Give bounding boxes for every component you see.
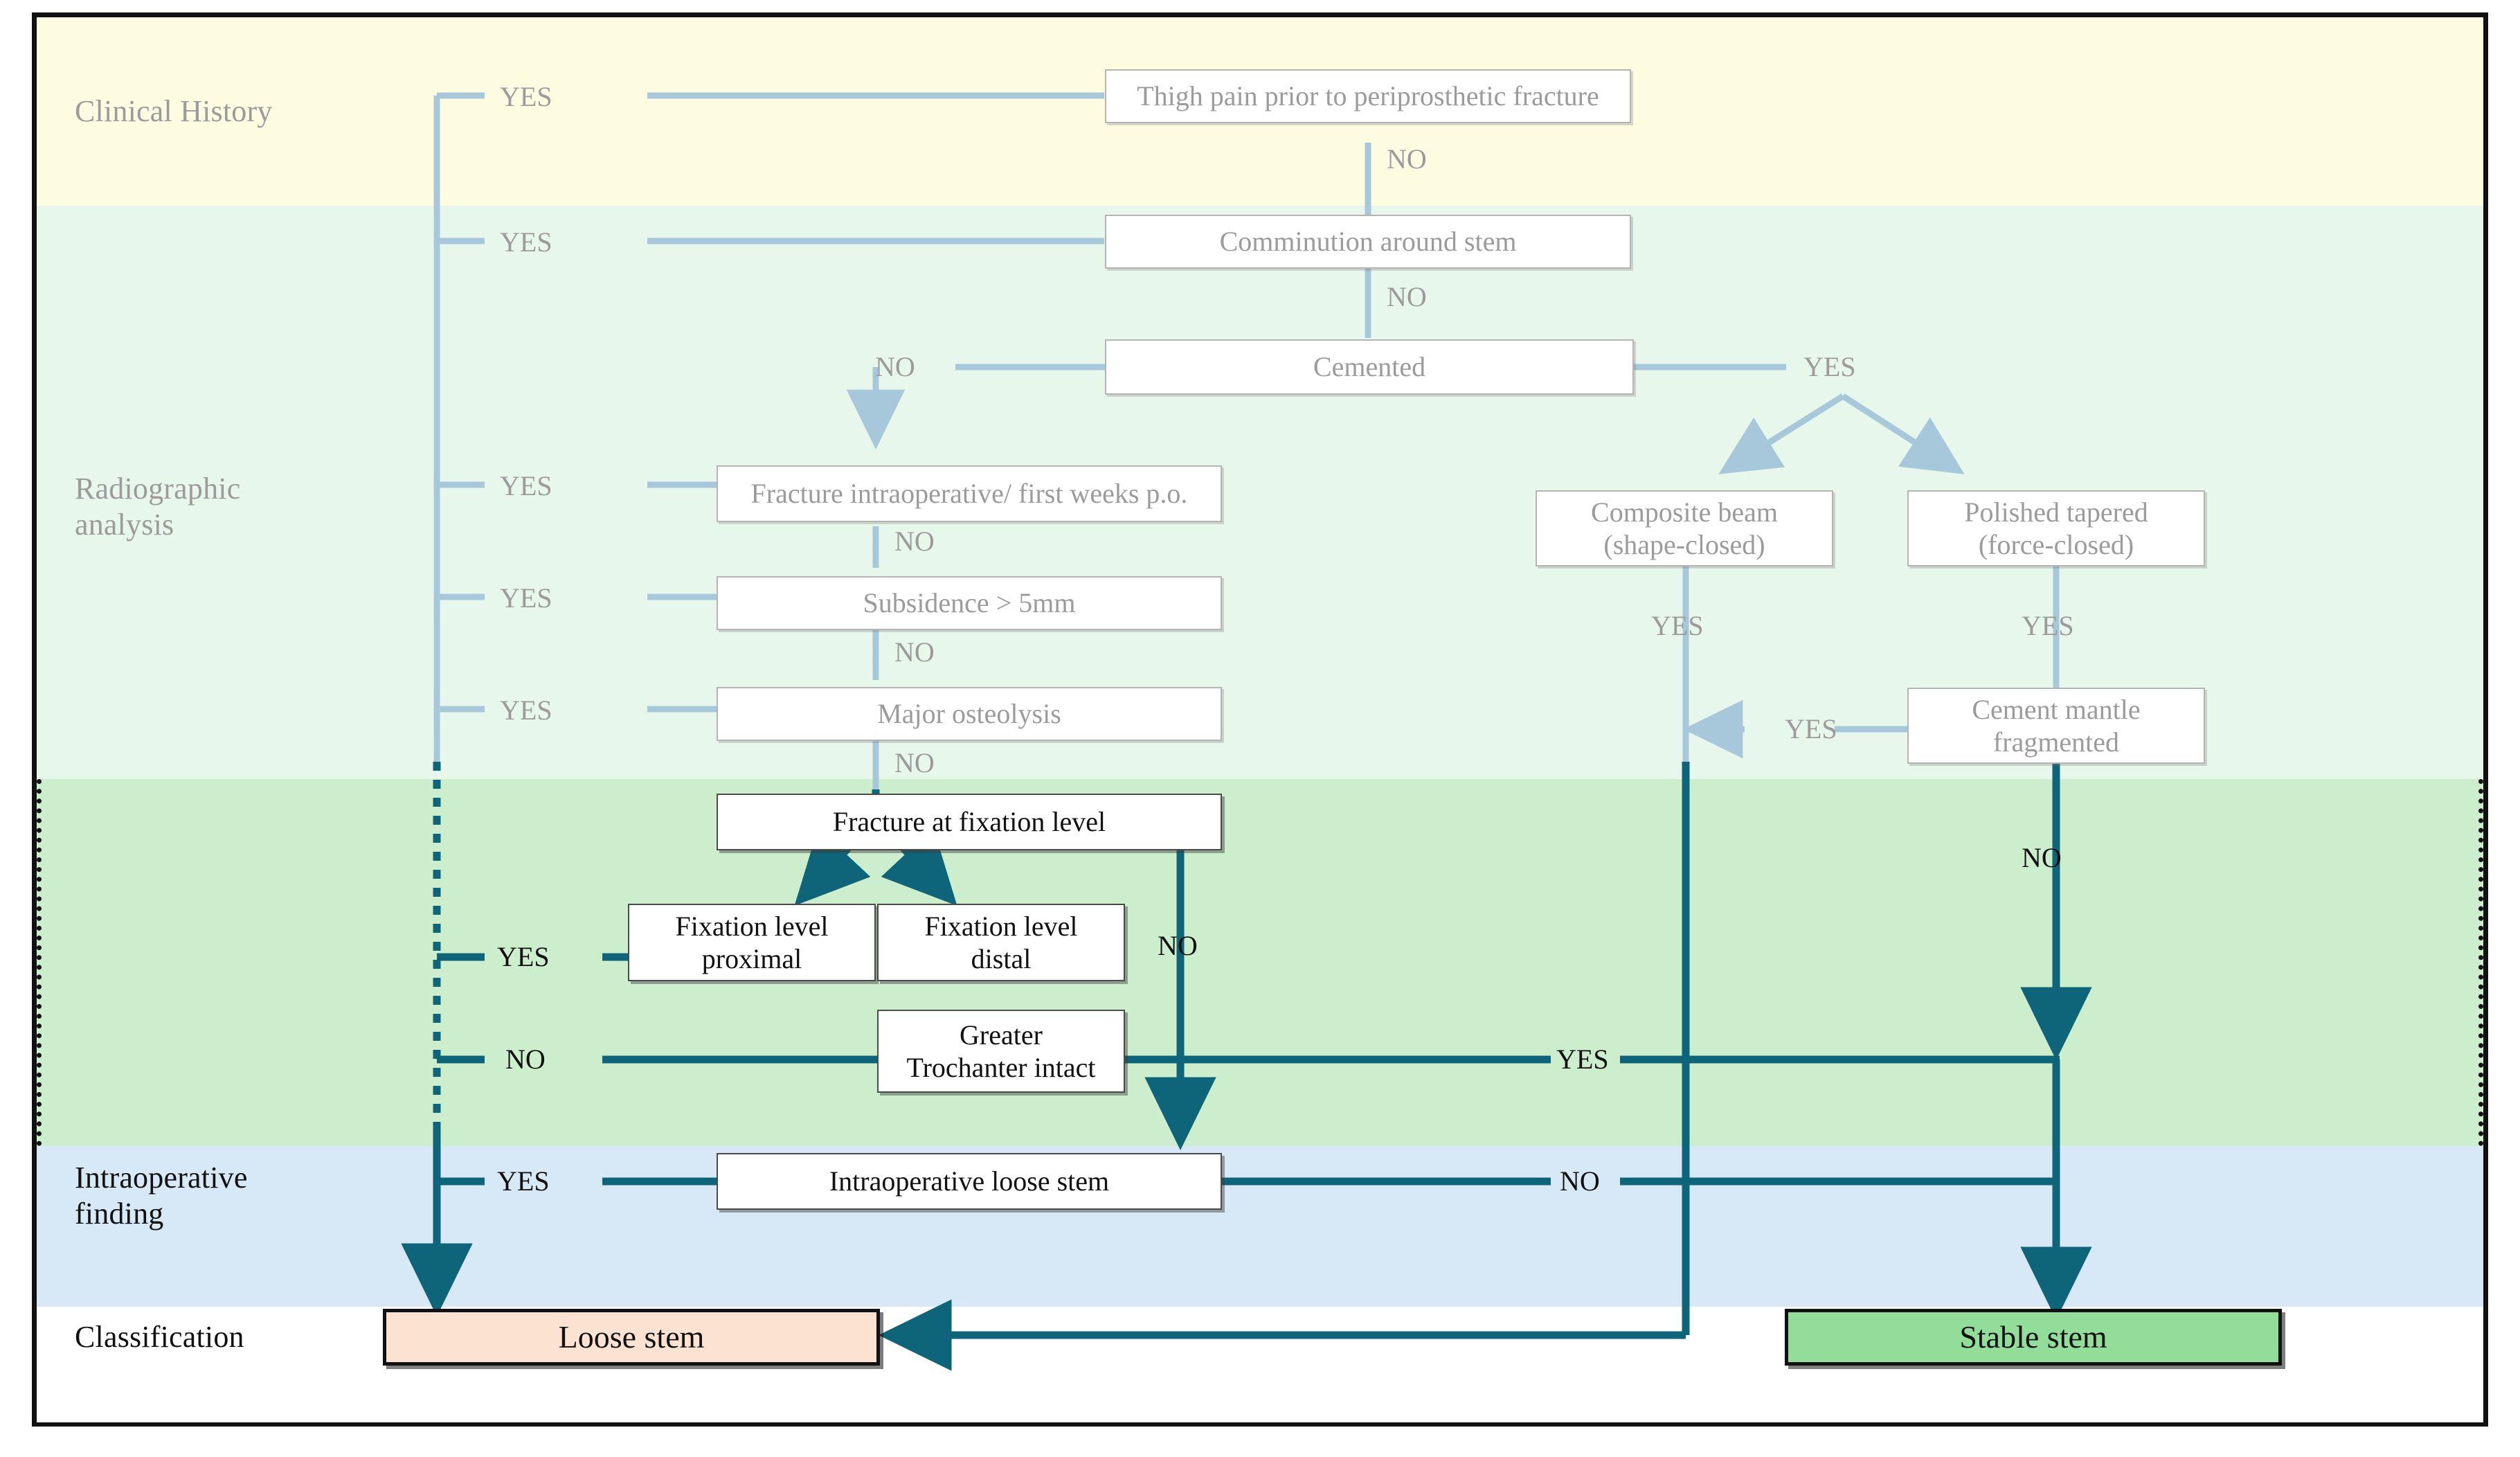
edge-label-intraop-loose-yes: YES <box>497 1165 550 1197</box>
edge-label-intraop-loose-no: NO <box>1560 1165 1600 1197</box>
edge-label-gt-yes: YES <box>1556 1044 1609 1075</box>
edge-label-osteolysis-no: NO <box>894 747 935 778</box>
node-fracture-intraoperative[interactable]: Fracture intraoperative/ first weeks p.o… <box>717 465 1222 522</box>
edge-label-gt-no: NO <box>505 1044 546 1075</box>
edge-label-thigh-pain-yes: YES <box>500 81 552 112</box>
edge-label-cemented-no: NO <box>875 351 915 382</box>
edge-label-cement-mantle-no: NO <box>2022 842 2062 873</box>
node-fixation-level-distal[interactable]: Fixation level distal <box>877 904 1125 981</box>
node-fixation-level-proximal[interactable]: Fixation level proximal <box>628 904 876 981</box>
edge-label-polished-yes: YES <box>2022 610 2074 641</box>
band-label-intraoperative-finding: Intraoperative finding <box>75 1161 248 1231</box>
band-label-classification: Classification <box>75 1320 244 1354</box>
node-polished-tapered[interactable]: Polished tapered (force-closed) <box>1907 490 2205 566</box>
node-loose-stem[interactable]: Loose stem <box>383 1309 880 1366</box>
band-intraoperative-pre <box>37 779 2483 1146</box>
edge-label-fracture-intra-yes: YES <box>500 470 552 501</box>
node-fracture-at-fixation-level[interactable]: Fracture at fixation level <box>717 794 1222 850</box>
edge-label-thigh-pain-no: NO <box>1387 143 1427 175</box>
node-greater-trochanter-intact[interactable]: Greater Trochanter intact <box>877 1010 1125 1093</box>
edge-label-fixation-yes: YES <box>497 941 550 972</box>
edge-label-fracture-intra-no: NO <box>894 526 935 557</box>
edge-label-cement-mantle-yes: YES <box>1785 713 1837 744</box>
node-comminution-around-stem[interactable]: Comminution around stem <box>1105 215 1631 269</box>
node-cement-mantle-fragmented[interactable]: Cement mantle fragmented <box>1907 688 2205 764</box>
node-composite-beam[interactable]: Composite beam (shape-closed) <box>1536 490 1833 566</box>
node-intraoperative-loose-stem[interactable]: Intraoperative loose stem <box>717 1153 1222 1210</box>
node-subsidence[interactable]: Subsidence > 5mm <box>717 576 1222 630</box>
edge-label-fixation-no: NO <box>1158 930 1198 961</box>
node-thigh-pain[interactable]: Thigh pain prior to periprosthetic fract… <box>1105 69 1631 123</box>
node-major-osteolysis[interactable]: Major osteolysis <box>717 687 1222 741</box>
edge-label-cemented-yes: YES <box>1803 351 1856 382</box>
band-label-clinical-history: Clinical History <box>75 94 273 128</box>
edge-label-osteolysis-yes: YES <box>500 695 552 726</box>
edge-label-comminution-no: NO <box>1387 281 1427 312</box>
edge-label-subsidence-no: NO <box>894 636 935 668</box>
edge-label-subsidence-yes: YES <box>500 582 552 614</box>
node-stable-stem[interactable]: Stable stem <box>1785 1309 2282 1366</box>
node-cemented[interactable]: Cemented <box>1105 339 1634 395</box>
band-intraoperative-finding <box>37 1146 2483 1307</box>
edge-label-comminution-yes: YES <box>500 226 552 258</box>
edge-label-composite-beam-yes: YES <box>1651 610 1704 641</box>
band-label-radiographic-analysis: Radiographic analysis <box>75 472 241 542</box>
